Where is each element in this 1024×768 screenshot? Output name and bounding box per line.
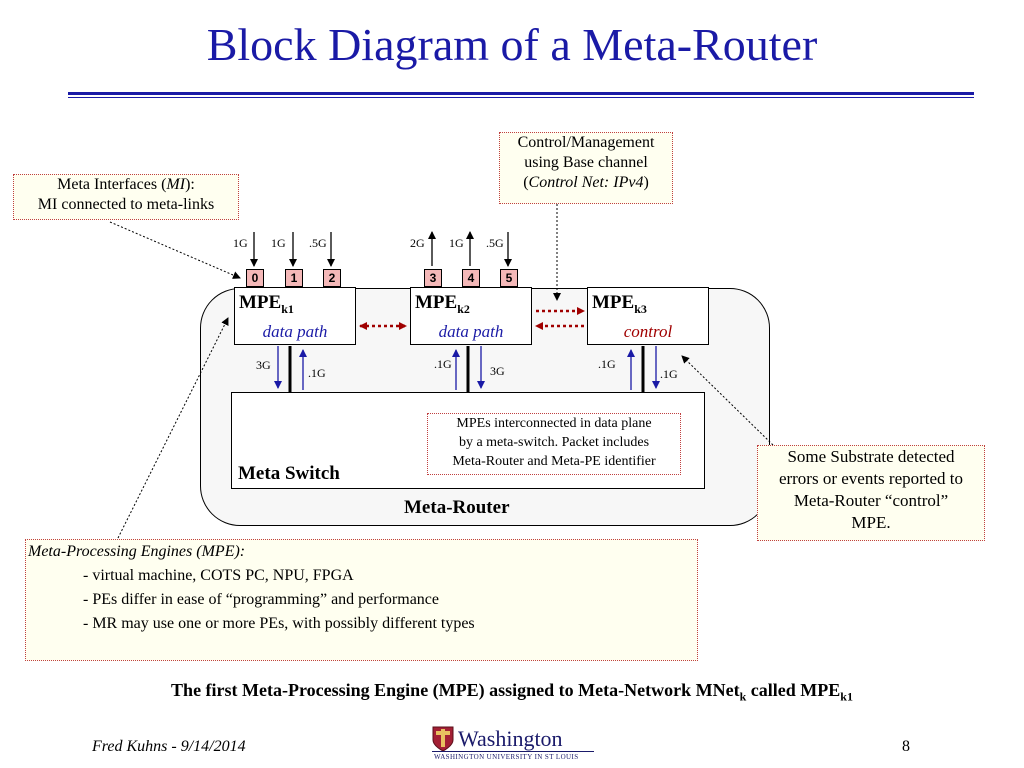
- port-0-rate: 1G: [233, 236, 248, 250]
- slide-caption: The first Meta-Processing Engine (MPE) a…: [171, 680, 853, 704]
- mpe-k3-name: MPEk3: [592, 292, 647, 316]
- port-2: 2: [323, 269, 341, 287]
- control-mgmt-line1: Control/Management: [517, 134, 655, 151]
- mpe-k1-box: MPEk1 data path: [234, 287, 356, 345]
- k2-up-rate: .1G: [434, 357, 452, 371]
- port-2-rate: .5G: [309, 236, 327, 250]
- port-1-rate: 1G: [271, 236, 286, 250]
- control-mgmt-note: Control/Management using Base channel (C…: [499, 132, 673, 204]
- mpe-k3-box: MPEk3 control: [587, 287, 709, 345]
- mpe-k1-name: MPEk1: [239, 292, 294, 316]
- k3-down-rate: .1G: [660, 367, 678, 381]
- mpe-k3-role: control: [623, 322, 673, 341]
- substrate-callout: [681, 355, 774, 446]
- footer-author-date: Fred Kuhns - 9/14/2014: [92, 738, 246, 755]
- switch-note: MPEs interconnected in data plane by a m…: [427, 413, 681, 475]
- port-4: 4: [462, 269, 480, 287]
- logo-subtext: WASHINGTON UNIVERSITY IN ST LOUIS: [434, 753, 579, 761]
- logo-wordmark: Washington: [458, 726, 563, 751]
- mpe-info-heading: Meta-Processing Engines (MPE):: [28, 543, 246, 560]
- substrate-line2: errors or events reported to: [778, 469, 964, 488]
- meta-router-label: Meta-Router: [404, 497, 510, 518]
- meta-switch-label: Meta Switch: [238, 463, 340, 484]
- meta-interfaces-line2: MI connected to meta-links: [37, 196, 215, 213]
- title-rule: [68, 92, 974, 95]
- k3-up-rate: .1G: [598, 357, 616, 371]
- mpe-k2-name: MPEk2: [415, 292, 470, 316]
- port-0: 0: [246, 269, 264, 287]
- mpe-k1-role: data path: [262, 322, 328, 341]
- switch-note-line3: Meta-Router and Meta-PE identifier: [452, 454, 656, 469]
- university-shield-icon: [432, 726, 454, 752]
- k1-down-rate: 3G: [256, 358, 271, 372]
- k1-up-rate: .1G: [308, 366, 326, 380]
- port-arrows: [250, 231, 512, 267]
- port-3: 3: [424, 269, 442, 287]
- switch-note-line1: MPEs interconnected in data plane: [456, 416, 652, 431]
- mpe-info-bullet: - virtual machine, COTS PC, NPU, FPGA: [83, 567, 354, 584]
- title-rule-thin: [68, 97, 974, 98]
- substrate-line4: MPE.: [851, 513, 891, 532]
- control-mgmt-line3: (Control Net: IPv4): [523, 174, 649, 191]
- mpe-info-callout: [117, 317, 229, 539]
- mpe-info-bullet: - PEs differ in ease of “programming” an…: [83, 591, 440, 608]
- switch-note-line2: by a meta-switch. Packet includes: [458, 435, 650, 450]
- substrate-line1: Some Substrate detected: [787, 447, 955, 466]
- mpe-info-note: Meta-Processing Engines (MPE): - virtual…: [25, 539, 698, 661]
- substrate-note: Some Substrate detected errors or events…: [757, 445, 985, 541]
- slide-title: Block Diagram of a Meta-Router: [206, 19, 818, 70]
- mpe-info-bullet: - MR may use one or more PEs, with possi…: [83, 615, 475, 632]
- mpe-k2-box: MPEk2 data path: [410, 287, 532, 345]
- mpe-switch-links: [274, 346, 660, 392]
- k2-down-rate: 3G: [490, 364, 505, 378]
- port-5: 5: [500, 269, 518, 287]
- port-1: 1: [285, 269, 303, 287]
- page-number: 8: [902, 738, 910, 755]
- meta-interfaces-callout: [109, 221, 241, 279]
- port-3-rate: 2G: [410, 236, 425, 250]
- port-5-rate: .5G: [486, 236, 504, 250]
- logo-rule: [432, 751, 594, 752]
- meta-interfaces-line1: Meta Interfaces (MI):: [57, 176, 195, 193]
- meta-interfaces-note: Meta Interfaces (MI): MI connected to me…: [13, 174, 239, 220]
- substrate-line3: Meta-Router “control”: [793, 491, 949, 510]
- control-mgmt-line2: using Base channel: [524, 154, 648, 171]
- port-4-rate: 1G: [449, 236, 464, 250]
- mpe-k2-role: data path: [438, 322, 504, 341]
